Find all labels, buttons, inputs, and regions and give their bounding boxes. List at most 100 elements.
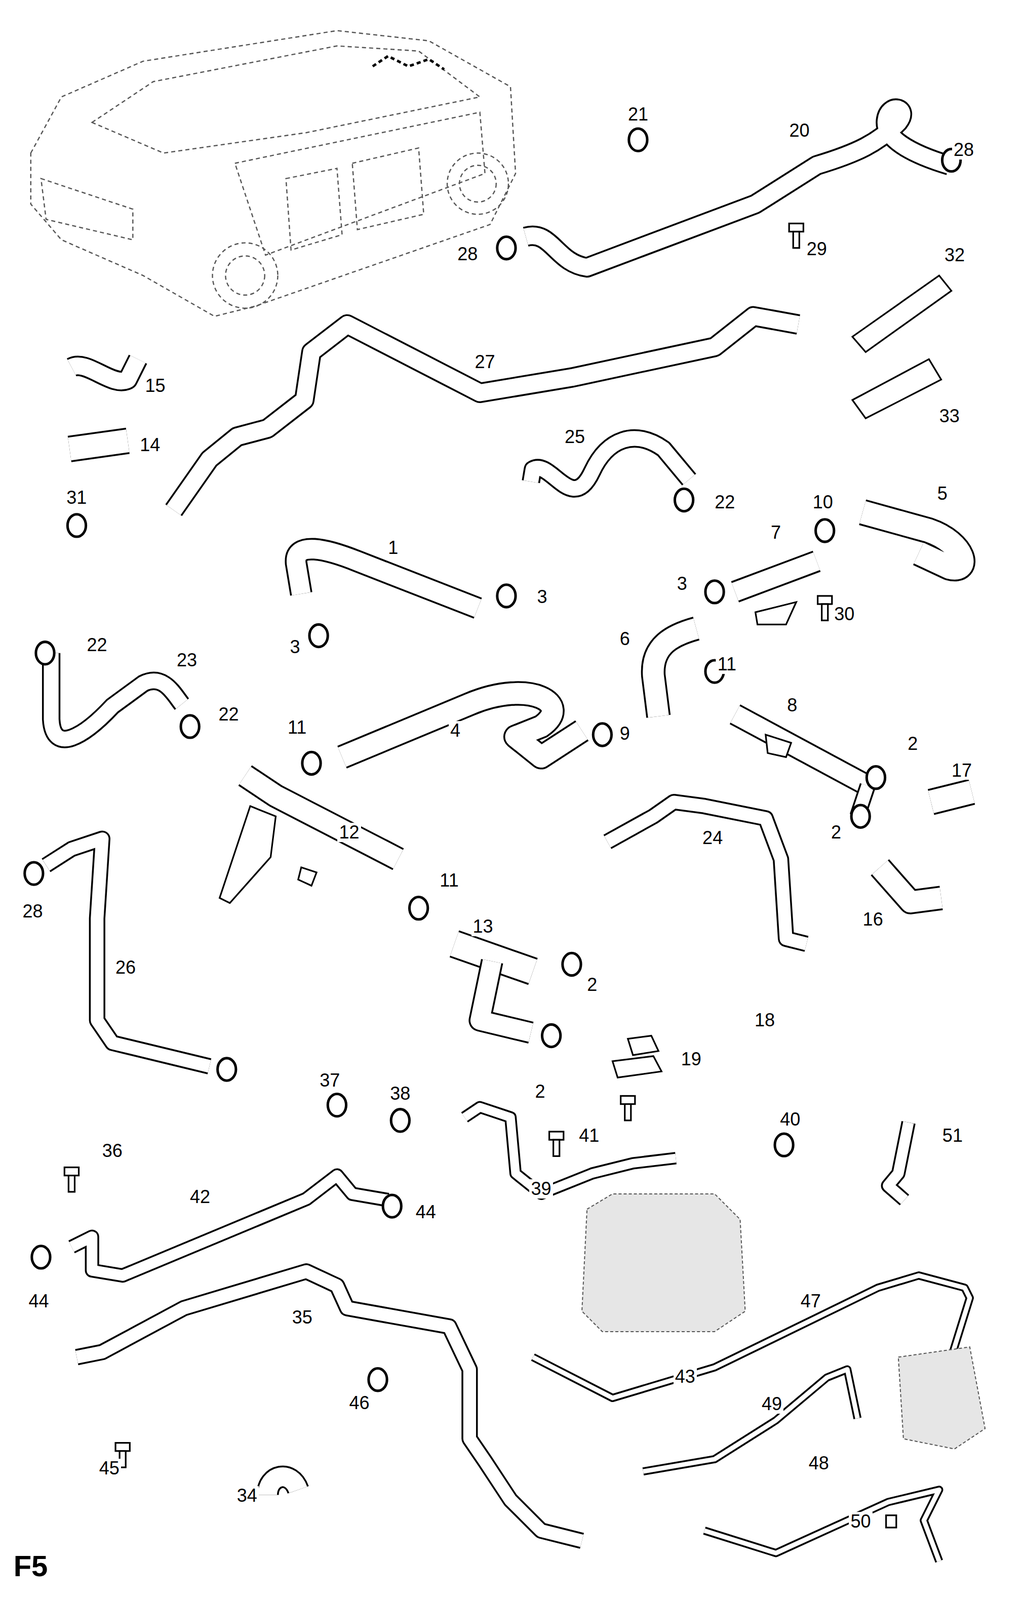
hose-clamp [541,1024,561,1047]
callout-number: 50 [848,1512,873,1532]
hose-clamp [35,642,55,665]
hose-outline [341,693,582,758]
callout-number: 11 [716,654,738,675]
pipe-outline [734,714,868,786]
hose-clamp [409,896,428,920]
callout-number: 6 [618,629,632,649]
hose-body [69,441,128,450]
callout-number: 3 [675,574,689,594]
sleeve [852,359,941,419]
hose-body [880,867,942,903]
hose-body [51,653,182,740]
screw-shank [68,1175,75,1193]
hose-clamp [774,1133,794,1157]
car-wheel [459,165,497,203]
hose-clamp [180,715,200,738]
car-outline [286,168,343,251]
hose-body [480,961,532,1033]
hose-location-mark [372,56,445,70]
hose-outline [71,359,138,381]
pump-housing [898,1347,986,1450]
callout-number: 29 [805,239,829,259]
screw-shank [553,1139,560,1157]
figure-code: F5 [12,1551,50,1583]
hose-outline [653,628,697,717]
hose-body [71,1175,388,1277]
callout-number: 42 [188,1187,212,1207]
callout-number: 32 [942,245,967,265]
callout-number: 48 [807,1453,831,1474]
hose-body [296,549,479,609]
callout-number: 14 [138,435,162,455]
hose-body [173,316,799,511]
callout-number: 2 [585,975,599,995]
hose-outline [69,441,128,450]
callout-number: 30 [832,604,856,624]
hose-outline [607,802,807,944]
hose-body [76,1271,582,1542]
callout-number: 28 [455,244,480,264]
callout-number: 15 [143,376,167,396]
callout-number: 49 [760,1394,784,1414]
hose-body [525,108,950,268]
hose-clamp [705,580,724,604]
hose-outline [862,512,963,569]
pipe-outline [734,561,817,592]
hose-clamp [866,766,885,789]
car-outline [352,147,424,230]
hose-body [267,1477,298,1496]
car-sketch [30,30,516,317]
hose-body [930,792,972,803]
bracket [765,734,792,758]
bracket [627,1036,659,1056]
hose-body [464,1107,676,1195]
screw-head [115,1443,130,1452]
callout-number: 16 [861,910,885,930]
hose-clamp [674,488,693,511]
hose-outline [173,316,799,511]
expansion-tank [581,1194,745,1332]
callout-number: 22 [713,492,737,513]
hose-clamp [24,862,44,885]
hose-body [888,1122,909,1201]
callout-number: 18 [753,1010,777,1031]
car-outline [92,46,481,154]
callout-number: 19 [679,1049,703,1070]
bracket [755,602,797,625]
callout-number: 4 [448,721,462,741]
callout-number: 38 [388,1084,412,1105]
hose-clamp [815,519,835,542]
hose-outline [46,839,210,1067]
bracket [298,867,317,886]
callout-number: 22 [217,704,241,725]
callout-number: 2 [906,734,920,754]
callout-number: 45 [97,1459,122,1479]
car-outline [41,178,133,241]
callout-number: 47 [799,1291,823,1312]
callout-number: 44 [414,1202,438,1223]
screw-head [549,1131,564,1140]
hose-body [862,512,963,569]
hose-outline [296,549,479,609]
hose-clamp [31,1246,51,1269]
bracket [612,1056,662,1078]
hose-clamp [497,584,516,608]
callout-number: 25 [563,427,587,447]
hose-body [607,802,807,944]
screw-head [64,1167,79,1176]
hose-body [653,628,697,717]
hose-body [341,693,582,758]
hose-outline [464,1107,676,1195]
hose-outline [71,1175,388,1277]
hose-clamp [593,723,612,746]
callout-number: 11 [438,871,460,891]
hose-outline [480,961,532,1033]
callout-number: 11 [286,718,308,738]
callout-number: 8 [785,695,799,716]
callout-number: 1 [386,538,400,558]
screw-shank [624,1104,632,1121]
hose-clamp [327,1093,346,1117]
hose-clamp [562,953,581,976]
callout-number: 13 [471,917,495,937]
